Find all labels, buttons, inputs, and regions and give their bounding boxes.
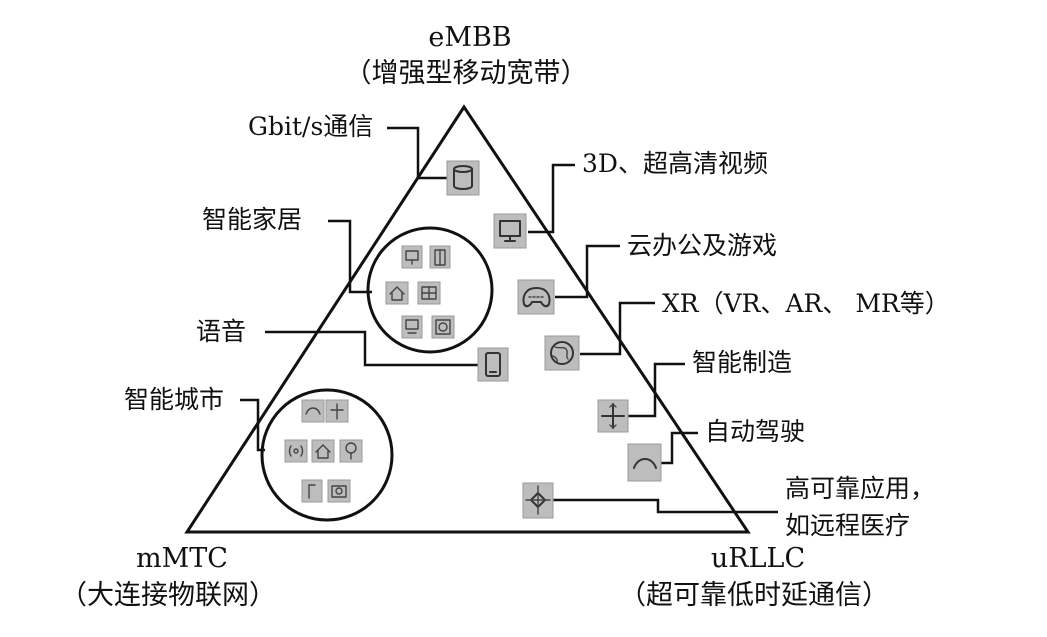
leader-cloud: [555, 244, 620, 299]
globe-icon: [544, 335, 580, 371]
label-smart-city: 智能城市: [124, 385, 224, 414]
gamepad-icon: [517, 279, 555, 315]
label-voice: 语音: [196, 317, 246, 346]
leader-uhd-video: [528, 163, 575, 234]
monitor-icon: [493, 213, 527, 249]
label-uhd-video: 3D、超高清视频: [582, 149, 768, 178]
leader-smart-home: [328, 219, 372, 294]
vertex-right-desc: （超可靠低时延通信）: [619, 580, 889, 611]
road-curve-icon: [627, 443, 662, 482]
label-auto-drive: 自动驾驶: [705, 417, 805, 446]
home-icon: [385, 281, 409, 305]
crosshair-icon: [522, 482, 554, 519]
monitor-icon: [401, 245, 423, 269]
label-smart-home: 智能家居: [202, 205, 302, 234]
camera-icon: [327, 479, 351, 503]
street-lamp-icon: [301, 479, 323, 503]
smart-city-icons: [284, 399, 363, 503]
database-icon: [446, 160, 480, 196]
tree-icon: [339, 439, 363, 463]
leader-xr: [580, 301, 655, 356]
vertex-top-desc: （增强型移动宽带）: [345, 58, 588, 89]
road-curve-icon: [301, 399, 325, 423]
smart-home-circle: [366, 226, 494, 354]
label-reliable-line2: 如远程医疗: [785, 511, 910, 540]
scenario-triangle: [184, 104, 751, 534]
smart-city-circle: [260, 388, 394, 522]
leader-reliable: [553, 498, 778, 514]
label-gbit: Gbit/s通信: [248, 112, 373, 141]
leader-smart-city: [240, 398, 265, 452]
label-reliable-line1: 高可靠应用，: [785, 474, 935, 503]
vertex-left-desc: （大连接物联网）: [60, 580, 276, 611]
home-icon: [311, 439, 335, 463]
vertex-left-name: mMTC: [136, 543, 228, 574]
label-cloud: 云办公及游戏: [627, 231, 777, 260]
leader-manufacturing: [628, 362, 685, 418]
phone-icon: [477, 347, 509, 382]
label-xr: XR（VR、AR、 MR等）: [662, 289, 950, 318]
arrows-icon: [597, 399, 629, 433]
signal-icon: [284, 439, 308, 463]
washer-icon: [431, 315, 455, 339]
tv-icon: [401, 315, 423, 339]
leader-voice: [265, 330, 478, 367]
label-manufacturing: 智能制造: [692, 348, 792, 377]
leader-gbit: [387, 126, 448, 180]
leader-auto-drive: [660, 431, 698, 465]
fridge-icon: [429, 245, 451, 269]
smart-home-icons: [385, 245, 455, 339]
wind-turbine-icon: [325, 399, 349, 423]
storage-icon: [417, 281, 441, 305]
vertex-top-name: eMBB: [428, 22, 511, 53]
vertex-right-name: uRLLC: [711, 543, 805, 574]
